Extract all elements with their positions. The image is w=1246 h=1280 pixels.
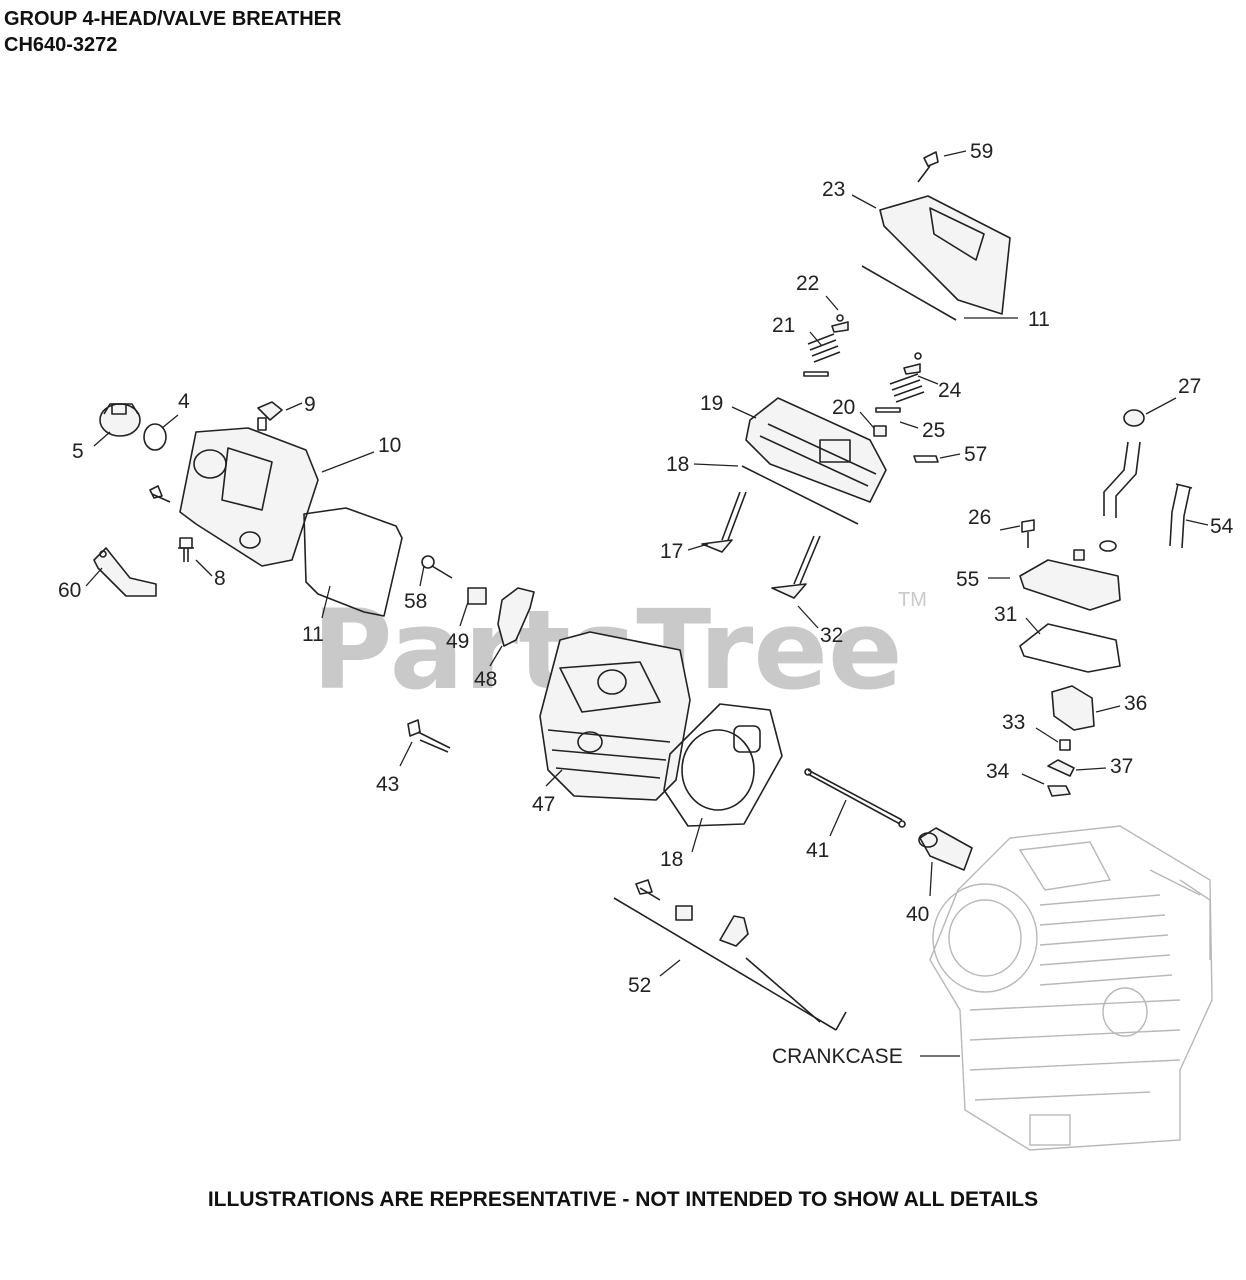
cover-screw <box>917 151 939 183</box>
callout-36: 36 <box>1124 692 1147 715</box>
callout-33: 33 <box>1002 711 1025 734</box>
callout-19: 19 <box>700 392 723 415</box>
stud-fitting <box>178 537 194 562</box>
callout-40: 40 <box>906 903 929 926</box>
head-bolt <box>407 719 451 753</box>
valve-spring-right <box>875 352 925 413</box>
breather-valve <box>1047 785 1071 797</box>
shim <box>913 455 939 463</box>
callout-21: 21 <box>772 314 795 337</box>
valve-cover <box>179 427 319 567</box>
callout-22: 22 <box>796 272 819 295</box>
breather-gasket <box>1019 623 1121 673</box>
rocker-stud <box>421 555 453 579</box>
diagram-header: GROUP 4-HEAD/VALVE BREATHER CH640-3272 <box>4 6 341 58</box>
breather-tube <box>1169 483 1193 549</box>
valve-spring-left <box>803 314 849 377</box>
push-rod <box>804 768 906 828</box>
valve-cover-gasket <box>303 507 403 617</box>
callout-18-upper: 18 <box>666 453 689 476</box>
head-gasket <box>663 703 783 827</box>
callout-52: 52 <box>628 974 651 997</box>
head-block <box>745 397 887 503</box>
callout-11-cover-gasket: 11 <box>1028 308 1050 331</box>
callout-34: 34 <box>986 760 1010 783</box>
model-number: CH640-3272 <box>4 34 118 56</box>
group-title: GROUP 4-HEAD/VALVE BREATHER <box>4 8 342 30</box>
callout-10: 10 <box>378 434 401 457</box>
rocker-kit <box>613 879 847 1031</box>
callout-17: 17 <box>660 540 683 563</box>
head-gasket-strip <box>741 465 859 525</box>
callout-4: 4 <box>178 390 190 413</box>
watermark-tm: TM <box>898 589 927 611</box>
callout-48: 48 <box>474 668 497 691</box>
callout-59: 59 <box>970 140 993 163</box>
screw <box>149 485 171 503</box>
callout-58: 58 <box>404 590 427 613</box>
callout-31: 31 <box>994 603 1017 626</box>
callout-41: 41 <box>806 839 829 862</box>
rocker-arm <box>497 587 535 647</box>
leader-lines <box>85 150 1209 1057</box>
callout-8: 8 <box>214 567 226 590</box>
callout-27: 27 <box>1178 375 1201 398</box>
callout-54: 54 <box>1210 515 1234 538</box>
callout-55: 55 <box>956 568 979 591</box>
callout-labels: 4 5 8 9 10 11 11 17 18 18 19 20 21 22 23… <box>58 140 1234 1068</box>
valve-cover-top <box>879 195 1011 315</box>
callout-5: 5 <box>72 440 84 463</box>
cylinder-head <box>539 631 691 801</box>
disclaimer-note: ILLUSTRATIONS ARE REPRESENTATIVE - NOT I… <box>207 1188 1039 1211</box>
breather-retainer <box>1047 759 1075 777</box>
callout-18-lower: 18 <box>660 848 683 871</box>
callout-26: 26 <box>968 506 991 529</box>
cover-gasket <box>861 265 957 321</box>
callout-32: 32 <box>820 624 843 647</box>
hydraulic-lifter <box>918 827 973 871</box>
callout-11-gasket: 11 <box>302 623 324 646</box>
hose-clamp <box>1123 409 1145 427</box>
exhaust-valve <box>771 535 821 599</box>
callout-20: 20 <box>832 396 855 419</box>
callout-49: 49 <box>446 630 469 653</box>
callout-crankcase: CRANKCASE <box>772 1045 903 1068</box>
breather-reed <box>1051 685 1095 731</box>
bracket <box>93 547 157 597</box>
callout-37: 37 <box>1110 755 1133 778</box>
o-ring <box>143 423 167 451</box>
crankcase-illustration <box>929 825 1213 1151</box>
intake-valve <box>701 491 747 553</box>
callout-23: 23 <box>822 178 845 201</box>
breather-bolt <box>1059 739 1071 751</box>
breather-fitting <box>257 401 283 431</box>
breather-hose <box>1103 441 1141 518</box>
callout-25: 25 <box>922 419 945 442</box>
callout-24: 24 <box>938 379 962 402</box>
breather-screw <box>1021 519 1035 548</box>
oil-fill-cap <box>99 403 141 437</box>
callout-47: 47 <box>532 793 555 816</box>
valve-seal <box>873 425 887 437</box>
breather-cover <box>1019 540 1121 611</box>
callout-43: 43 <box>376 773 399 796</box>
callout-9: 9 <box>304 393 316 416</box>
callout-60: 60 <box>58 579 81 602</box>
pivot <box>467 587 487 605</box>
callout-57: 57 <box>964 443 987 466</box>
